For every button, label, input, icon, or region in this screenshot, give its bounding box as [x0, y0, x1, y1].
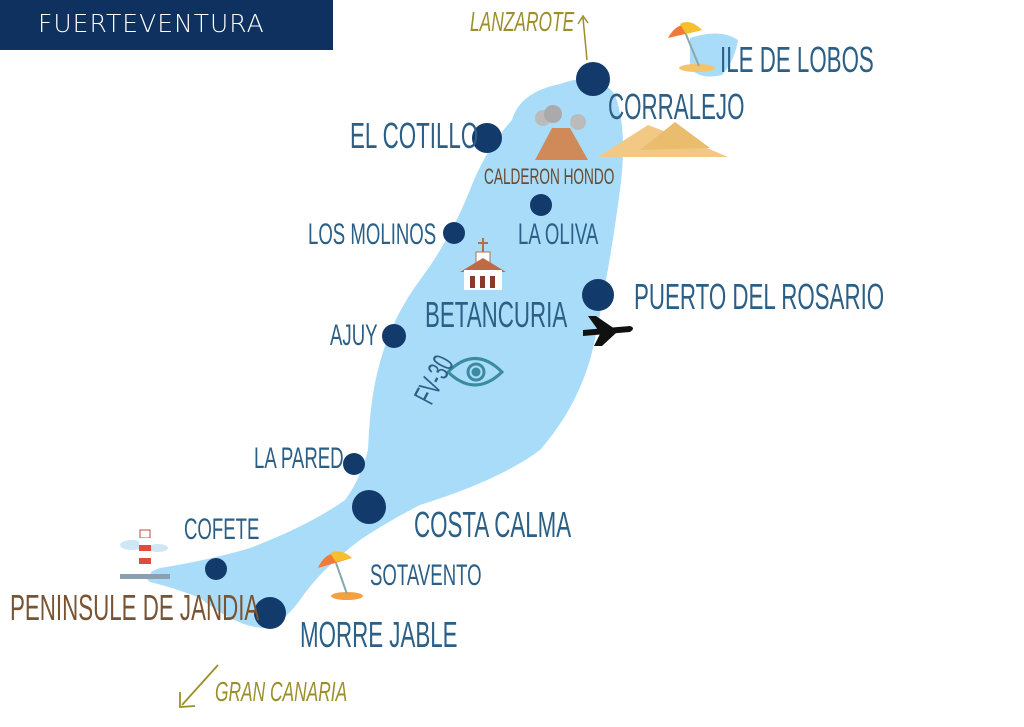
beach-umbrella-icon [668, 22, 715, 72]
label-corralejo: CORRALEJO [608, 86, 745, 127]
page-title: FUERTEVENTURA [38, 9, 265, 38]
label-peninsule-de-jandia: PENINSULE DE JANDIA [10, 587, 260, 628]
dot-el-cotillo[interactable] [472, 123, 502, 153]
dot-puerto-del-rosario[interactable] [582, 279, 614, 311]
label-ile-de-lobos: ILE DE LOBOS [720, 39, 874, 80]
label-la-pared: LA PARED [254, 442, 344, 475]
dot-cofete[interactable] [205, 558, 227, 580]
label-ajuy: AJUY [330, 319, 378, 352]
dot-costa-calma[interactable] [352, 490, 386, 524]
dunes-icon [598, 122, 728, 157]
dot-los-molinos[interactable] [443, 222, 465, 244]
airplane-icon [583, 316, 633, 346]
label-el-cotillo: EL COTILLO [350, 115, 479, 156]
dot-corralejo[interactable] [576, 62, 610, 96]
label-betancuria: BETANCURIA [425, 294, 568, 335]
beach-umbrella-icon [318, 551, 363, 600]
dot-ajuy[interactable] [382, 324, 406, 348]
volcano-icon [535, 105, 588, 160]
arrow-up-icon [577, 14, 589, 61]
label-puerto-del-rosario: PUERTO DEL ROSARIO [634, 276, 885, 317]
arrow-down-left-icon [179, 664, 219, 708]
label-los-molinos: LOS MOLINOS [308, 218, 437, 251]
label-lanzarote: LANZAROTE [470, 6, 575, 37]
fuerteventura-island-shape [146, 78, 624, 629]
title-bar: FUERTEVENTURA [0, 0, 333, 50]
church-icon [460, 238, 506, 290]
label-cofete: COFETE [184, 513, 260, 546]
label-sotavento: SOTAVENTO [370, 559, 482, 592]
dot-la-oliva[interactable] [530, 194, 552, 216]
lighthouse-icon [120, 529, 170, 579]
label-la-oliva: LA OLIVA [518, 218, 599, 251]
dot-la-pared[interactable] [343, 453, 365, 475]
label-gran-canaria: GRAN CANARIA [215, 676, 348, 707]
dot-morre-jable[interactable] [254, 597, 286, 629]
label-morre-jable: MORRE JABLE [300, 614, 458, 655]
label-costa-calma: COSTA CALMA [414, 504, 572, 545]
eye-icon [445, 357, 505, 387]
label-calderon-hondo: CALDERON HONDO [484, 164, 615, 189]
